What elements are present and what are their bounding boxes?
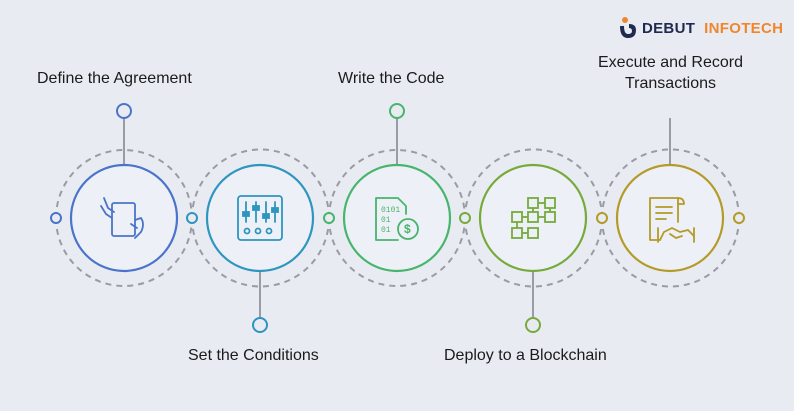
code-document-dollar-icon: 0101 01 01 $	[375, 197, 419, 241]
joint-dot	[459, 212, 471, 224]
svg-text:01: 01	[381, 226, 391, 235]
joint-dot	[323, 212, 335, 224]
step-circle-1	[69, 163, 179, 273]
blockchain-blocks-icon	[511, 197, 556, 239]
joint-dot	[186, 212, 198, 224]
step-label-deploy-blockchain: Deploy to a Blockchain	[444, 347, 607, 364]
stem-end-dots	[116, 103, 541, 333]
step-circle-4	[478, 163, 588, 273]
joint-dot	[733, 212, 745, 224]
svg-text:$: $	[404, 222, 411, 236]
step-circle-2	[205, 163, 315, 273]
step-label-execute-record: Execute and Record Transactions	[598, 54, 743, 92]
brand-logo: DEBUT INFOTECH	[618, 16, 783, 40]
step-label-set-conditions: Set the Conditions	[188, 347, 319, 364]
joint-dot	[596, 212, 608, 224]
step-circle-5	[615, 163, 725, 273]
stem-end-dot	[525, 317, 541, 333]
svg-text:01: 01	[381, 216, 391, 225]
joint-dot	[50, 212, 62, 224]
svg-text:0101: 0101	[381, 206, 400, 215]
brand-name-part1: DEBUT	[642, 19, 696, 37]
sliders-control-panel-icon	[237, 195, 283, 241]
brand-name-part2: INFOTECH	[704, 19, 784, 37]
brand-logo-mark-icon	[620, 17, 636, 38]
stem-end-dot	[252, 317, 268, 333]
hand-holding-tablet-icon	[100, 197, 144, 239]
stem-end-dot	[116, 103, 132, 119]
stems	[123, 118, 671, 318]
stem-end-dot	[389, 103, 405, 119]
step-circle-3	[342, 163, 452, 273]
joint-dots	[50, 212, 745, 224]
contract-handshake-icon	[649, 197, 695, 243]
step-label-define-agreement: Define the Agreement	[37, 70, 192, 87]
step-label-write-code: Write the Code	[338, 70, 445, 87]
step-circles	[69, 163, 725, 273]
